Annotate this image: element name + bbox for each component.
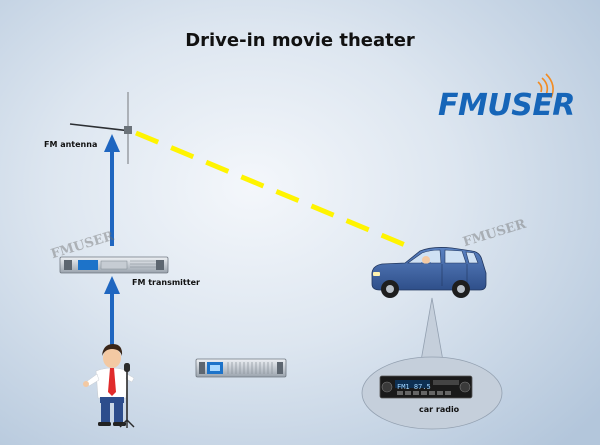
fm-antenna-icon xyxy=(69,92,132,164)
brand-logo: FMUSER xyxy=(438,88,575,123)
fm-transmitter-icon xyxy=(59,256,169,274)
spare-transmitter-icon xyxy=(195,358,287,378)
car-icon xyxy=(371,247,487,298)
upward-arrow-to-antenna xyxy=(104,134,120,246)
wifi-signal-icon xyxy=(537,73,554,99)
label-fm-antenna: FM antenna xyxy=(44,140,98,149)
microphone-icon xyxy=(119,363,135,428)
car-radio-icon xyxy=(379,375,473,399)
label-fm-transmitter: FM transmitter xyxy=(132,278,200,287)
upward-arrow-to-transmitter xyxy=(104,276,120,346)
radio-display-text: FM1 87.5 xyxy=(397,383,431,391)
label-car-radio: car radio xyxy=(419,405,460,414)
page-title: Drive-in movie theater xyxy=(185,30,415,51)
wireless-signal-line xyxy=(135,130,411,250)
presenter-icon xyxy=(83,344,135,426)
